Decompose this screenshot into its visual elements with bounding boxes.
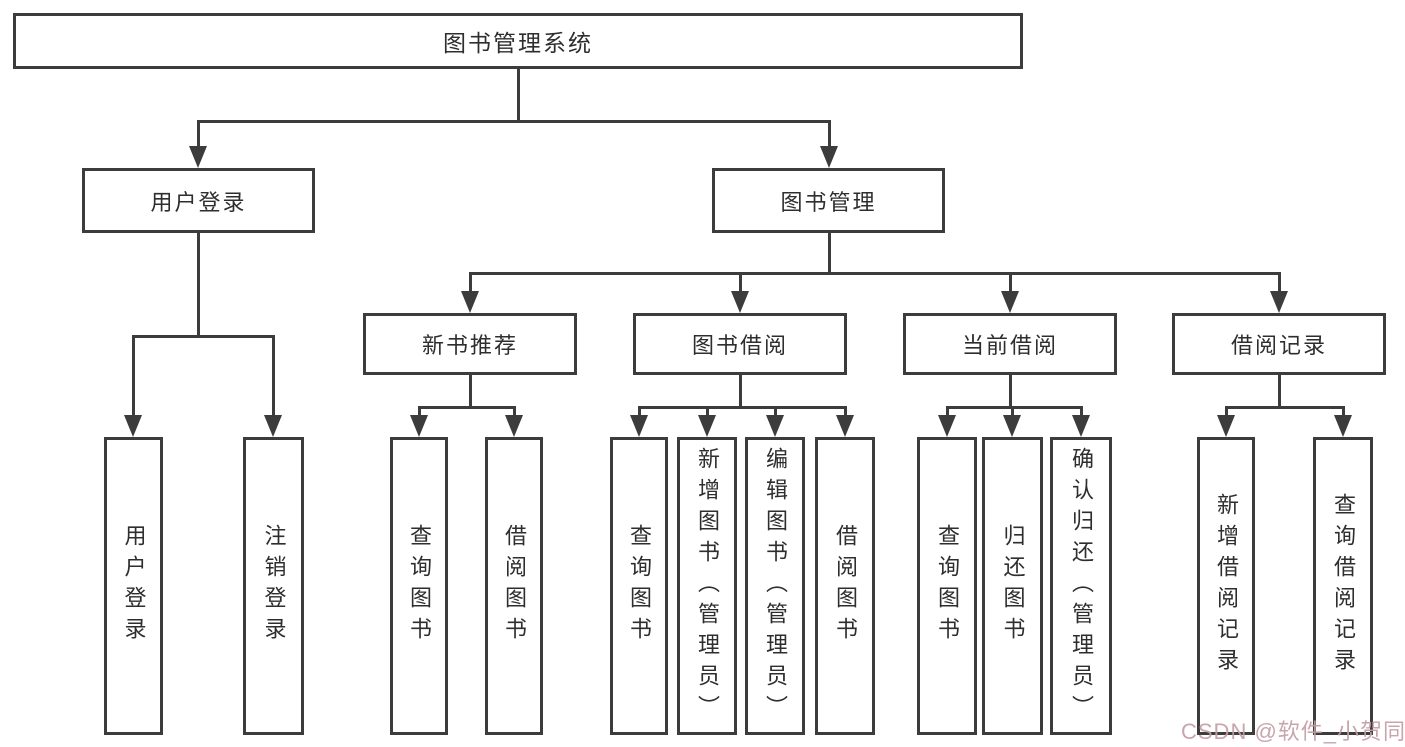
connector-recommend-leaf1-drop bbox=[418, 406, 421, 415]
connector-records-hbar bbox=[1225, 406, 1344, 409]
leaf-add-borrow-record-label: 新增借阅记录 bbox=[1214, 493, 1239, 679]
connector-borrowing-hbar bbox=[638, 406, 846, 409]
arrowhead-recommend-leaf2 bbox=[505, 415, 523, 437]
connector-recommend-leaf2-drop bbox=[513, 406, 516, 415]
arrowhead-leaf-logout bbox=[264, 415, 282, 437]
connector-borrowing-stem bbox=[739, 375, 742, 406]
node-current-borrowing: 当前借阅 bbox=[903, 313, 1117, 375]
connector-book-mgmt-hbar bbox=[469, 272, 1280, 275]
node-current-borrowing-label: 当前借阅 bbox=[961, 333, 1058, 358]
node-new-book-recommend-label: 新书推荐 bbox=[421, 333, 518, 358]
connector-recommend-stem bbox=[469, 375, 472, 406]
node-book-mgmt: 图书管理 bbox=[712, 168, 945, 233]
leaf-borrowing-query-books-label: 查询图书 bbox=[627, 524, 652, 648]
arrowhead-borrowing bbox=[731, 291, 749, 313]
leaf-add-books-admin-label: 新增图书（管理员） bbox=[695, 446, 720, 726]
arrowhead-leaf-login bbox=[124, 415, 142, 437]
connector-records-drop bbox=[1278, 272, 1281, 291]
node-new-book-recommend: 新书推荐 bbox=[363, 313, 577, 375]
leaf-recommend-query-books-label: 查询图书 bbox=[407, 524, 432, 648]
connector-root-stem bbox=[517, 69, 520, 120]
leaf-confirm-return-admin: 确认归还（管理员） bbox=[1050, 437, 1112, 735]
node-user-login: 用户登录 bbox=[82, 168, 315, 233]
connector-current-hbar bbox=[946, 406, 1082, 409]
leaf-return-books-label: 归还图书 bbox=[1000, 524, 1026, 648]
node-borrowing-records-label: 借阅记录 bbox=[1230, 333, 1327, 358]
watermark: CSDN @软件_小贺同学 bbox=[1181, 719, 1405, 744]
leaf-recommend-borrow-books-label: 借阅图书 bbox=[502, 524, 527, 648]
arrowhead-current-leaf1 bbox=[938, 415, 956, 437]
connector-borrowing-leaf3-drop bbox=[774, 406, 777, 415]
connector-user-login-stem bbox=[197, 233, 200, 335]
leaf-current-query-books-label: 查询图书 bbox=[935, 524, 960, 648]
arrowhead-current-leaf2 bbox=[1003, 415, 1021, 437]
connector-user-login-drop bbox=[197, 120, 200, 146]
leaf-query-borrow-record: 查询借阅记录 bbox=[1313, 437, 1373, 735]
arrowhead-records-leaf1 bbox=[1217, 415, 1235, 437]
leaf-recommend-borrow-books: 借阅图书 bbox=[485, 437, 543, 735]
leaf-query-borrow-record-label: 查询借阅记录 bbox=[1331, 493, 1356, 679]
connector-borrowing-leaf4-drop bbox=[844, 406, 847, 415]
arrowhead-current-leaf3 bbox=[1072, 415, 1090, 437]
node-book-mgmt-label: 图书管理 bbox=[780, 189, 877, 215]
arrowhead-records bbox=[1270, 291, 1288, 313]
arrowhead-user-login bbox=[189, 146, 207, 168]
connector-records-stem bbox=[1278, 375, 1281, 406]
leaf-user-login: 用户登录 bbox=[104, 437, 163, 735]
connector-borrowing-leaf2-drop bbox=[706, 406, 709, 415]
node-book-borrowing-label: 图书借阅 bbox=[691, 333, 788, 358]
arrowhead-borrowing-leaf4 bbox=[836, 415, 854, 437]
arrowhead-recommend-leaf1 bbox=[410, 415, 428, 437]
connector-borrowing-leaf1-drop bbox=[638, 406, 641, 415]
connector-current-stem bbox=[1009, 375, 1012, 406]
leaf-borrowing-borrow-books: 借阅图书 bbox=[815, 437, 875, 735]
node-book-borrowing: 图书借阅 bbox=[633, 313, 847, 375]
leaf-logout: 注销登录 bbox=[243, 437, 304, 735]
arrowhead-current bbox=[1001, 291, 1019, 313]
node-root-label: 图书管理系统 bbox=[443, 30, 593, 56]
leaf-recommend-query-books: 查询图书 bbox=[390, 437, 448, 735]
arrowhead-recommend bbox=[461, 291, 479, 313]
connector-current-leaf1-drop bbox=[946, 406, 949, 415]
leaf-edit-books-admin: 编辑图书（管理员） bbox=[745, 437, 805, 735]
connector-root-hbar bbox=[197, 120, 831, 123]
connector-book-mgmt-drop bbox=[828, 120, 831, 146]
connector-book-mgmt-stem bbox=[828, 233, 831, 272]
leaf-logout-label: 注销登录 bbox=[261, 524, 287, 648]
arrowhead-book-mgmt bbox=[820, 146, 838, 168]
connector-current-leaf2-drop bbox=[1011, 406, 1014, 415]
arrowhead-borrowing-leaf3 bbox=[766, 415, 784, 437]
node-root: 图书管理系统 bbox=[13, 13, 1023, 69]
leaf-return-books: 归还图书 bbox=[982, 437, 1043, 735]
leaf-add-borrow-record: 新增借阅记录 bbox=[1197, 437, 1255, 735]
connector-borrowing-drop bbox=[739, 272, 742, 291]
connector-current-leaf3-drop bbox=[1080, 406, 1083, 415]
connector-leaf-logout-drop bbox=[272, 335, 275, 415]
leaf-current-query-books: 查询图书 bbox=[917, 437, 977, 735]
connector-user-login-hbar bbox=[132, 335, 275, 338]
leaf-borrowing-borrow-books-label: 借阅图书 bbox=[833, 524, 858, 648]
connector-recommend-drop bbox=[469, 272, 472, 291]
connector-current-drop bbox=[1009, 272, 1012, 291]
leaf-user-login-label: 用户登录 bbox=[121, 524, 147, 648]
arrowhead-borrowing-leaf1 bbox=[630, 415, 648, 437]
leaf-confirm-return-admin-label: 确认归还（管理员） bbox=[1069, 446, 1094, 726]
leaf-add-books-admin: 新增图书（管理员） bbox=[677, 437, 737, 735]
arrowhead-records-leaf2 bbox=[1334, 415, 1352, 437]
leaf-borrowing-query-books: 查询图书 bbox=[610, 437, 668, 735]
connector-records-leaf1-drop bbox=[1225, 406, 1228, 415]
node-user-login-label: 用户登录 bbox=[150, 189, 247, 215]
leaf-edit-books-admin-label: 编辑图书（管理员） bbox=[763, 446, 788, 726]
connector-recommend-hbar bbox=[418, 406, 515, 409]
arrowhead-borrowing-leaf2 bbox=[698, 415, 716, 437]
connector-records-leaf2-drop bbox=[1342, 406, 1345, 415]
connector-leaf-login-drop bbox=[132, 335, 135, 415]
node-borrowing-records: 借阅记录 bbox=[1172, 313, 1386, 375]
